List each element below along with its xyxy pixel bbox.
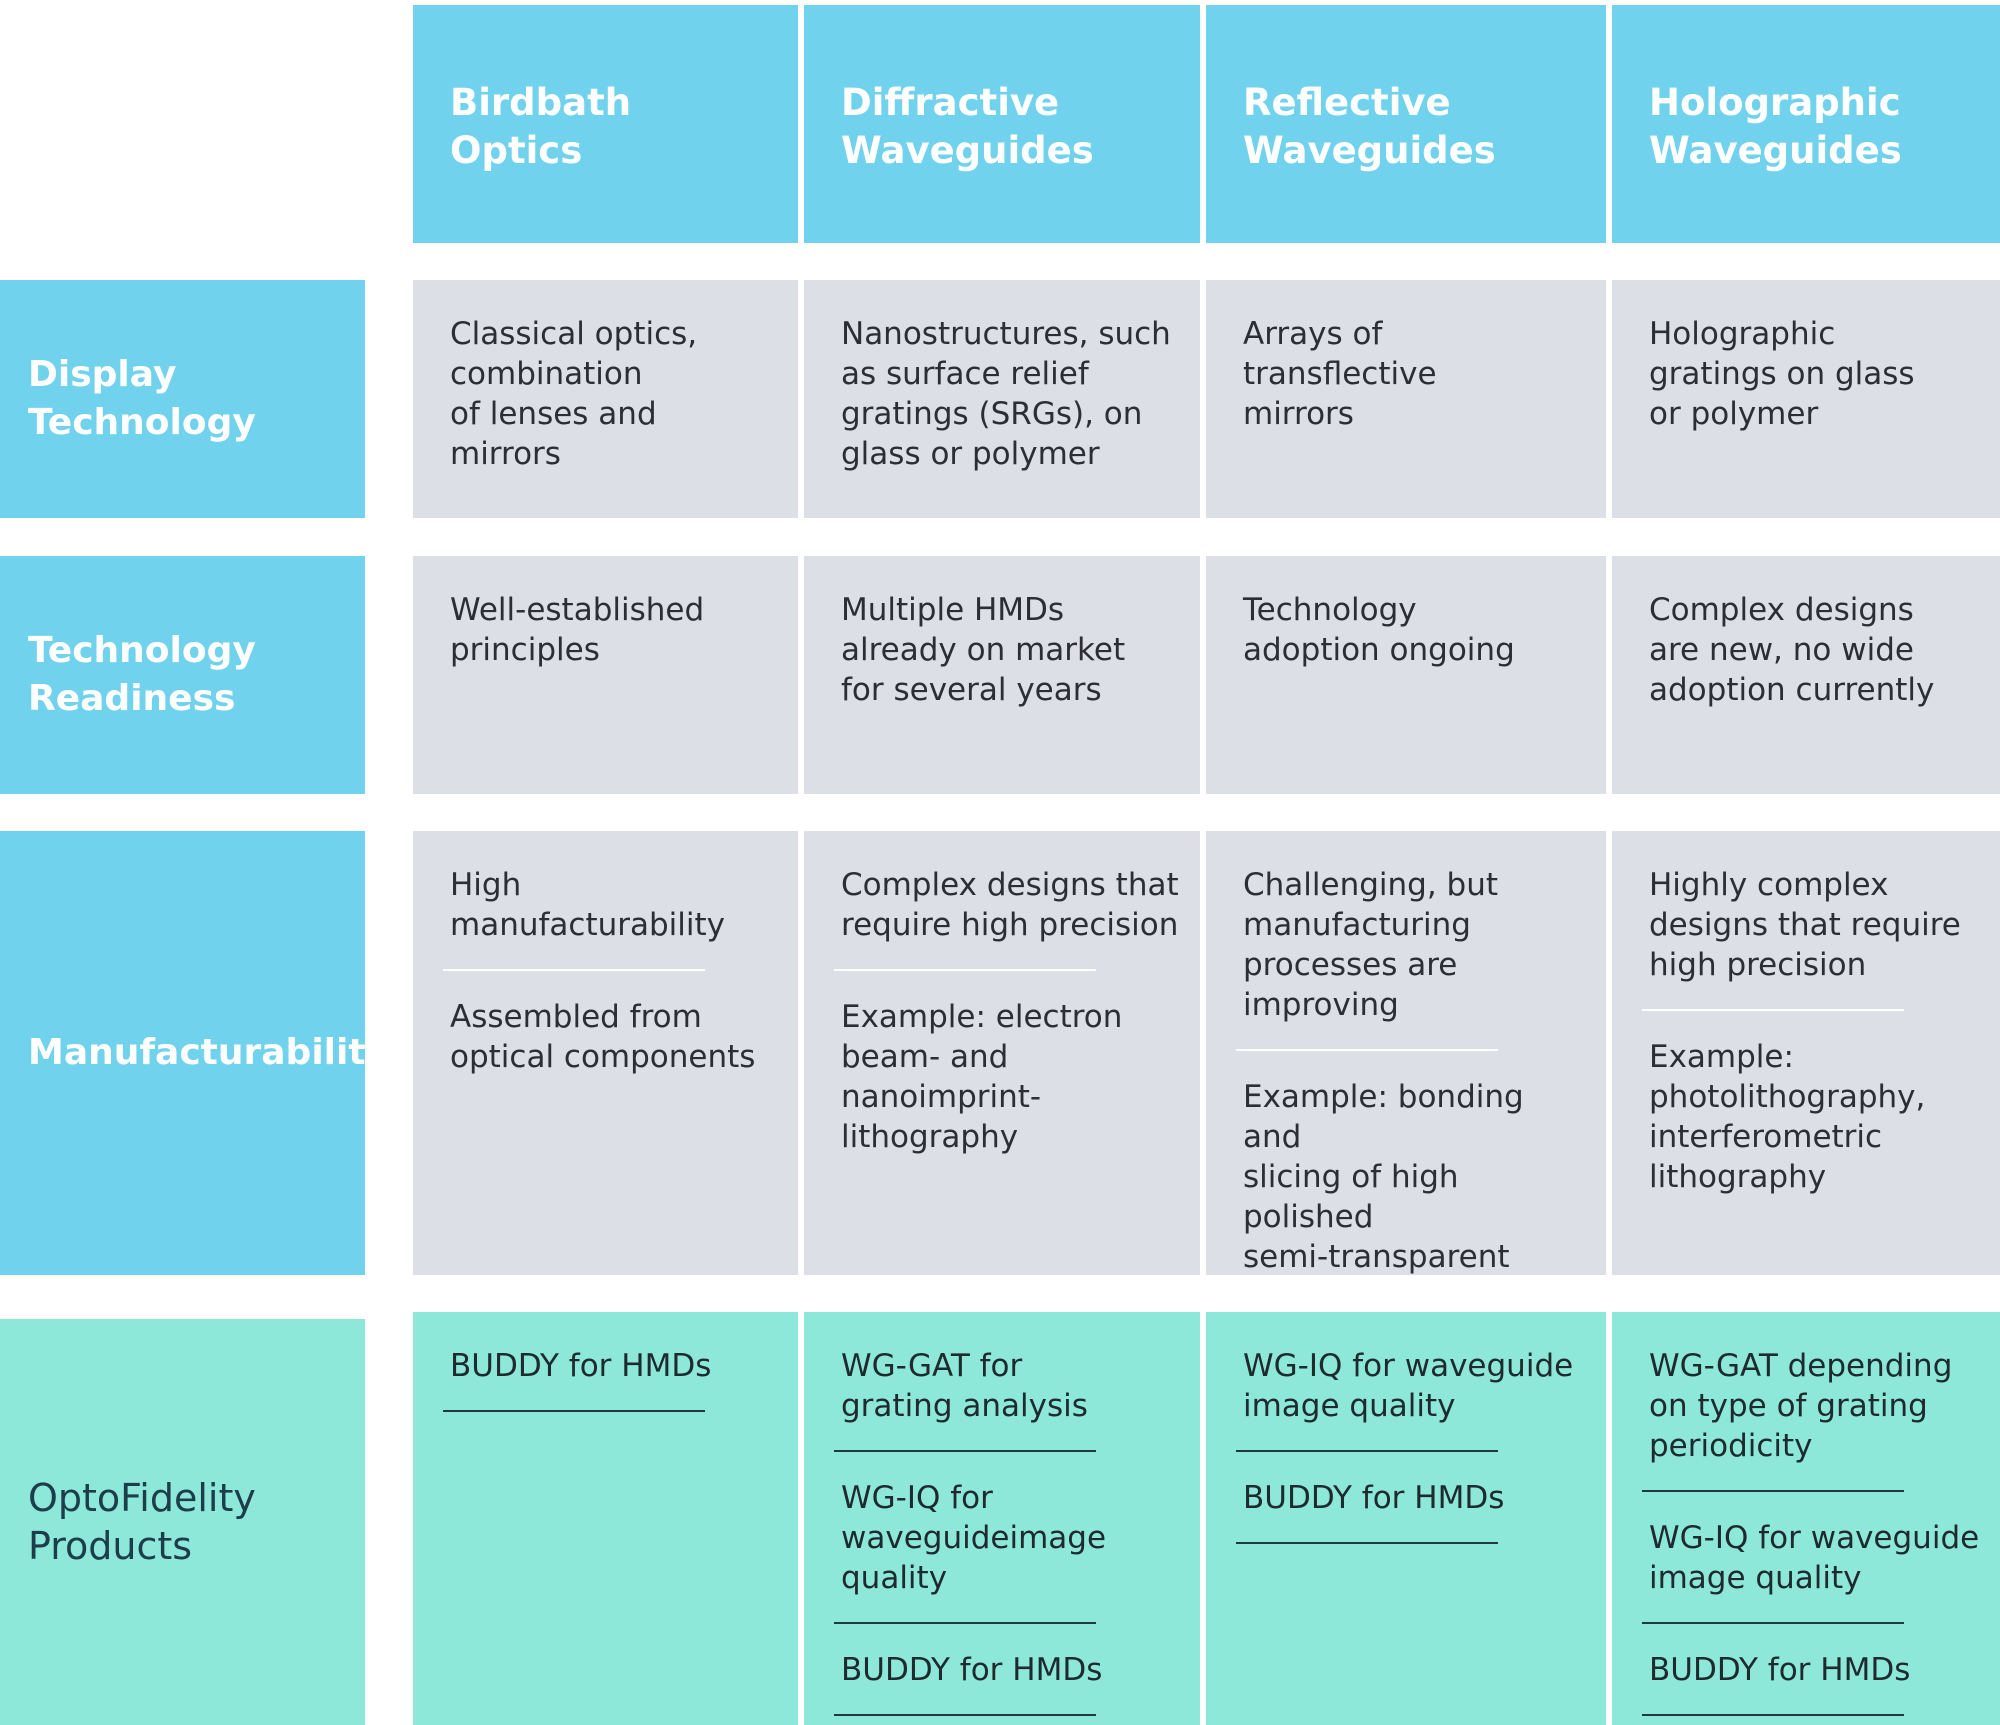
cell-text: WG-IQ for waveguideimage quality [841,1480,1107,1596]
cell-text: Technology adoption ongoing [1243,592,1515,668]
cell-text: Complex designs that require high precis… [841,867,1179,943]
cell-text: High manufacturability [450,867,726,943]
cell-text: WG-IQ for waveguide image quality [1649,1520,1980,1596]
cell-text: BUDDY for HMDs [1243,1480,1505,1516]
divider [834,1622,1096,1624]
row-header: Technology Readiness [0,556,365,794]
table-cell: Multiple HMDs already on market for seve… [804,556,1200,794]
column-header: Birdbath Optics [413,5,798,243]
row-header: Manufacturability [0,831,365,1275]
table-cell: WG-GAT depending on type of grating peri… [1612,1312,2000,1725]
cell-text: Example: photolithography, interferometr… [1649,1039,1926,1195]
table-cell: Technology adoption ongoing [1206,556,1606,794]
table-cell: Arrays of transflective mirrors [1206,280,1606,518]
cell-text: WG-IQ for waveguide image quality [1243,1348,1574,1424]
row-header-label: Manufacturability [28,1032,365,1073]
cell-text: Classical optics, combination of lenses … [450,316,698,472]
table-cell: Complex designs are new, no wide adoptio… [1612,556,2000,794]
cell-text: Highly complex designs that require high… [1649,867,1961,983]
divider [1642,1622,1904,1624]
cell-text: Example: electron beam- and nanoimprint-… [841,999,1123,1155]
table-cell: BUDDY for HMDs [413,1312,798,1725]
cell-text: Arrays of transflective mirrors [1243,316,1437,432]
column-header-label: Birdbath Optics [450,81,632,172]
divider [834,969,1096,971]
cell-text: BUDDY for HMDs [1649,1652,1911,1688]
row-header-label: OptoFidelity Products [28,1476,256,1568]
table-cell: Complex designs that require high precis… [804,831,1200,1275]
column-header-label: Reflective Waveguides [1243,81,1496,172]
cell-text: Well-established principles [450,592,705,668]
divider [1642,1490,1904,1492]
cell-text: BUDDY for HMDs [841,1652,1103,1688]
cell-text: Assembled from optical components [450,999,756,1075]
divider [1642,1714,1904,1716]
divider [834,1714,1096,1716]
divider [1642,1009,1904,1011]
table-cell: Classical optics, combination of lenses … [413,280,798,518]
cell-text: WG-GAT depending on type of grating peri… [1649,1348,1953,1464]
divider [1236,1542,1498,1544]
column-header: Reflective Waveguides [1206,5,1606,243]
table-cell: Holographic gratings on glass or polymer [1612,280,2000,518]
table-cell: Challenging, but manufacturing processes… [1206,831,1606,1275]
cell-text: Complex designs are new, no wide adoptio… [1649,592,1935,708]
divider [1236,1049,1498,1051]
cell-text: Multiple HMDs already on market for seve… [841,592,1126,708]
row-header-label: Technology Readiness [28,630,256,719]
row-header: Display Technology [0,280,365,518]
cell-text: Example: bonding and slicing of high pol… [1243,1079,1524,1275]
column-header: Diffractive Waveguides [804,5,1200,243]
column-header-label: Holographic Waveguides [1649,81,1902,172]
cell-text: BUDDY for HMDs [450,1348,712,1384]
divider [443,969,705,971]
row-header-label: Display Technology [28,354,256,443]
row-header: OptoFidelity Products [0,1319,365,1725]
divider [1236,1450,1498,1452]
divider [443,1410,705,1412]
cell-text: Holographic gratings on glass or polymer [1649,316,1915,432]
cell-text: Challenging, but manufacturing processes… [1243,867,1499,1023]
column-header-label: Diffractive Waveguides [841,81,1094,172]
table-cell: Highly complex designs that require high… [1612,831,2000,1275]
table-cell: Well-established principles [413,556,798,794]
divider [834,1450,1096,1452]
cell-text: Nanostructures, such as surface relief g… [841,316,1171,472]
cell-text: WG-GAT for grating analysis [841,1348,1088,1424]
column-header: Holographic Waveguides [1612,5,2000,243]
table-cell: Nanostructures, such as surface relief g… [804,280,1200,518]
